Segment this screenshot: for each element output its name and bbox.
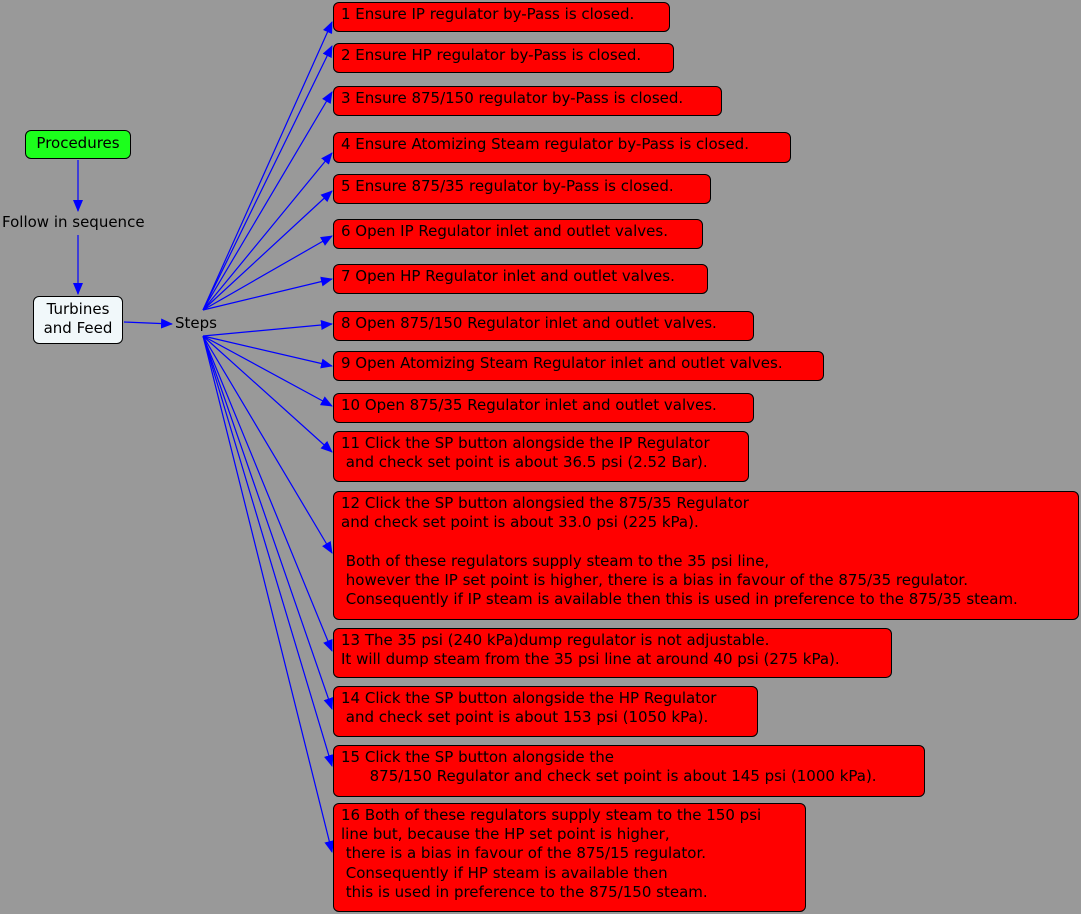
arrow-turbines-to-steps bbox=[123, 318, 173, 329]
step-12-node[interactable]: 12 Click the SP button alongsied the 875… bbox=[333, 491, 1079, 620]
arrow-steps-to-step-7 bbox=[202, 276, 333, 311]
step-4-node[interactable]: 4 Ensure Atomizing Steam regulator by-Pa… bbox=[333, 132, 791, 163]
arrow-steps-to-step-9 bbox=[202, 335, 333, 369]
arrow-steps-to-step-8 bbox=[202, 320, 333, 337]
step-15-node[interactable]: 15 Click the SP button alongside the 875… bbox=[333, 745, 925, 797]
step-10-node[interactable]: 10 Open 875/35 Regulator inlet and outle… bbox=[333, 393, 754, 423]
step-7-node[interactable]: 7 Open HP Regulator inlet and outlet val… bbox=[333, 264, 708, 294]
arrow-steps-to-step-12 bbox=[202, 335, 333, 554]
step-3-node[interactable]: 3 Ensure 875/150 regulator by-Pass is cl… bbox=[333, 86, 722, 116]
arrow-steps-to-step-2 bbox=[202, 45, 333, 311]
step-1-node[interactable]: 1 Ensure IP regulator by-Pass is closed. bbox=[333, 2, 670, 32]
step-14-node[interactable]: 14 Click the SP button alongside the HP … bbox=[333, 686, 758, 737]
step-2-node[interactable]: 2 Ensure HP regulator by-Pass is closed. bbox=[333, 43, 674, 73]
arrow-steps-to-step-3 bbox=[202, 91, 333, 311]
arrow-steps-to-step-15 bbox=[202, 335, 334, 767]
arrow-steps-to-step-16 bbox=[202, 335, 335, 853]
follow-in-sequence-label: Follow in sequence bbox=[2, 213, 145, 231]
step-9-node[interactable]: 9 Open Atomizing Steam Regulator inlet a… bbox=[333, 351, 824, 381]
arrow-steps-to-step-11 bbox=[202, 335, 333, 453]
procedures-node[interactable]: Procedures bbox=[25, 130, 131, 159]
arrow-steps-to-step-5 bbox=[202, 190, 333, 311]
arrow-steps-to-step-1 bbox=[202, 21, 333, 311]
arrow-steps-to-step-10 bbox=[202, 335, 333, 407]
step-6-node[interactable]: 6 Open IP Regulator inlet and outlet val… bbox=[333, 219, 703, 249]
arrow-steps-to-step-6 bbox=[202, 235, 333, 311]
step-11-node[interactable]: 11 Click the SP button alongside the IP … bbox=[333, 431, 749, 482]
turbines-and-feed-node[interactable]: Turbines and Feed bbox=[33, 296, 123, 344]
step-13-node[interactable]: 13 The 35 psi (240 kPa)dump regulator is… bbox=[333, 628, 892, 678]
steps-label: Steps bbox=[175, 314, 217, 332]
step-5-node[interactable]: 5 Ensure 875/35 regulator by-Pass is clo… bbox=[333, 174, 711, 204]
arrow-steps-to-step-4 bbox=[202, 152, 333, 311]
arrow-steps-to-step-13 bbox=[202, 335, 333, 652]
arrow-steps-to-step-14 bbox=[202, 335, 334, 710]
step-16-node[interactable]: 16 Both of these regulators supply steam… bbox=[333, 803, 806, 912]
step-8-node[interactable]: 8 Open 875/150 Regulator inlet and outle… bbox=[333, 311, 754, 341]
